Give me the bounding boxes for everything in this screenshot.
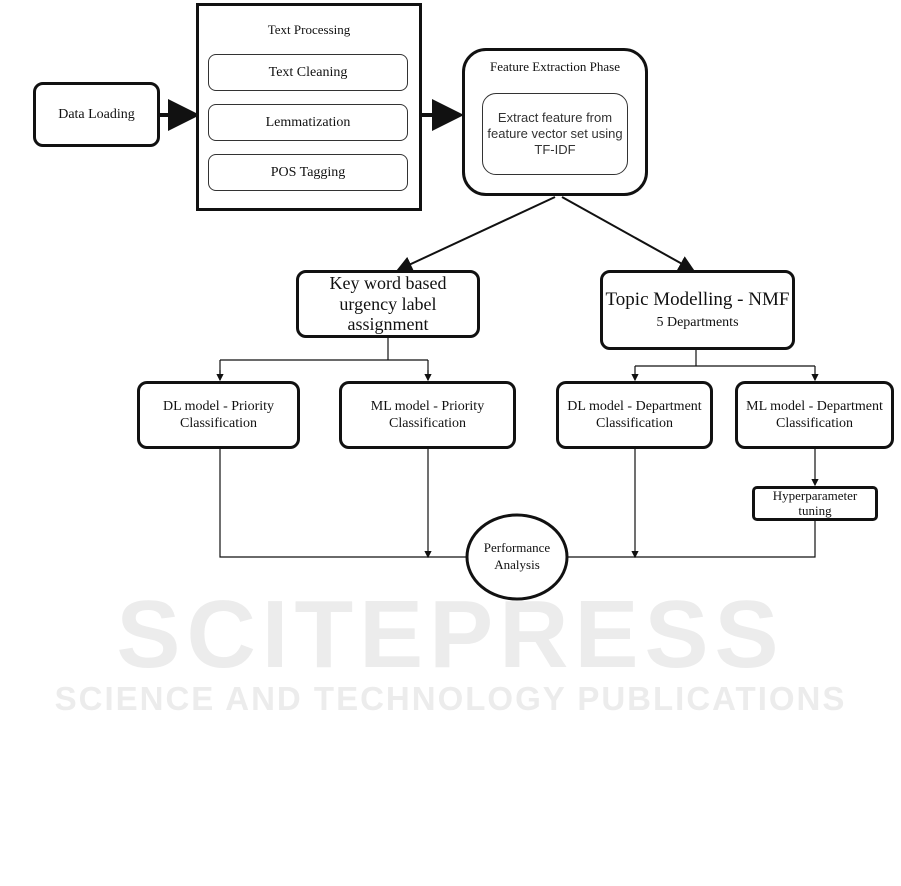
ml-department-node: ML model - Department Classification [735,381,894,449]
performance-analysis-label: Performance Analysis [483,540,551,572]
left-merge [219,449,466,557]
topic-branch [635,350,815,367]
keyword-urgency-node: Key word based urgency label assignment [296,270,480,338]
arrow-feature-to-keyword [396,196,556,272]
watermark-main: SCITEPRESS [116,581,785,688]
topic-modelling-title: Topic Modelling - NMF [605,289,790,311]
tf-idf-detail: Extract feature from feature vector set … [482,93,628,175]
lemmatization-step: Lemmatization [208,104,408,141]
dl-priority-node: DL model - Priority Classification [137,381,300,449]
text-cleaning-step: Text Cleaning [208,54,408,91]
performance-ellipse [465,513,569,601]
ml-priority-node: ML model - Priority Classification [339,381,516,449]
hyperparameter-node: Hyperparameter tuning [752,486,878,521]
feature-extraction-title: Feature Extraction Phase [490,59,620,74]
topic-modelling-node: Topic Modelling - NMF 5 Departments [600,270,795,350]
dl-department-node: DL model - Department Classification [556,381,713,449]
topic-modelling-sub: 5 Departments [656,315,739,331]
watermark-sub: SCIENCE AND TECHNOLOGY PUBLICATIONS [54,680,847,717]
text-processing-title: Text Processing [267,22,351,37]
arrow-feature-to-topic [561,196,695,271]
right-merge [568,449,816,557]
data-loading-node: Data Loading [33,82,160,147]
pos-tagging-step: POS Tagging [208,154,408,191]
keyword-branch [219,338,429,380]
